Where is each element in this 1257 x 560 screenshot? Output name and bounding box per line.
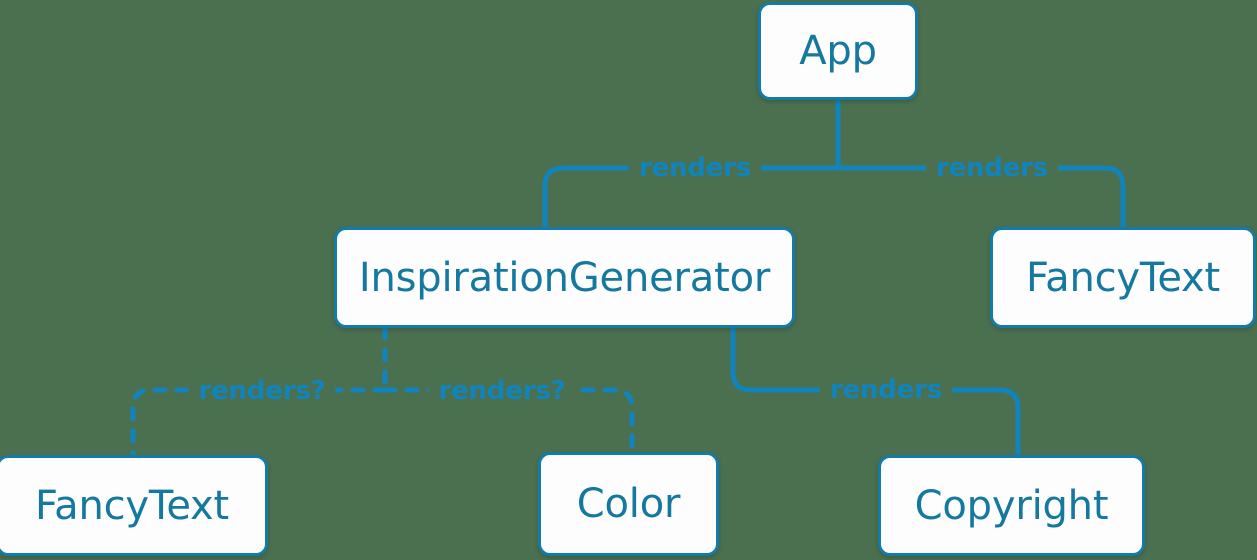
edge-app-inspirationgenerator: [542, 165, 841, 230]
node-fancytext-left-label: FancyText: [35, 482, 229, 529]
node-inspirationgenerator-label: InspirationGenerator: [358, 254, 771, 301]
edge-label-app-fancytext: renders: [925, 155, 1059, 181]
edge-label-app-inspirationgenerator: renders: [628, 155, 762, 181]
edge-label-inspirationgenerator-copyright: renders: [819, 377, 953, 403]
node-fancytext-right-label: FancyText: [1026, 254, 1220, 301]
edge-label-inspirationgenerator-color: renders?: [428, 378, 576, 404]
node-copyright[interactable]: Copyright: [878, 455, 1145, 556]
node-inspirationgenerator[interactable]: InspirationGenerator: [334, 227, 795, 328]
node-color[interactable]: Color: [538, 452, 719, 556]
edge-inspirationgenerator-color: [382, 387, 635, 455]
node-copyright-label: Copyright: [914, 482, 1109, 529]
node-app[interactable]: App: [758, 2, 918, 100]
edge-inspirationgenerator-fancytext: [130, 387, 388, 458]
edge-app-fancytext: [835, 165, 1126, 230]
node-app-label: App: [799, 28, 877, 74]
edge-label-inspirationgenerator-fancytext: renders?: [188, 378, 336, 404]
node-fancytext-right[interactable]: FancyText: [990, 227, 1256, 328]
node-fancytext-left[interactable]: FancyText: [0, 455, 268, 556]
node-color-label: Color: [576, 481, 681, 527]
